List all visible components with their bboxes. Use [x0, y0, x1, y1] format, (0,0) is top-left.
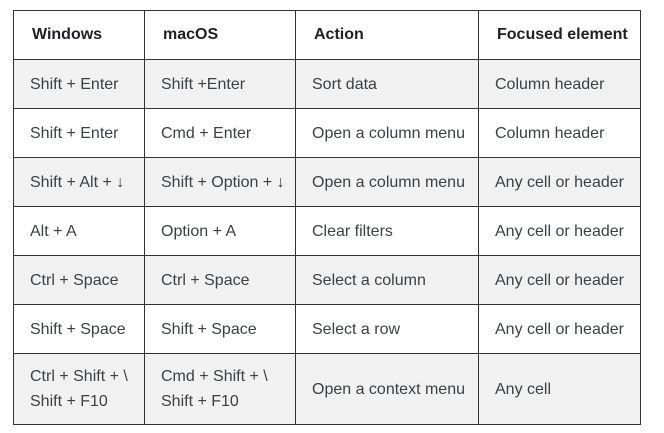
cell-windows: Shift + Enter [13, 108, 145, 158]
column-header-macos: macOS [144, 10, 296, 60]
cell-focused-element: Any cell or header [478, 304, 641, 354]
cell-action: Open a context menu [295, 353, 479, 425]
table-row: Ctrl + Space Ctrl + Space Select a colum… [13, 255, 641, 305]
table-row: Shift + Enter Shift +Enter Sort data Col… [13, 59, 641, 109]
cell-windows: Shift + Alt + ↓ [13, 157, 145, 207]
cell-macos: Shift +Enter [144, 59, 296, 109]
cell-windows: Shift + Space [13, 304, 145, 354]
shortcuts-table: Windows macOS Action Focused element Shi… [13, 10, 641, 425]
cell-action: Open a column menu [295, 157, 479, 207]
cell-action: Open a column menu [295, 108, 479, 158]
table-row: Shift + Space Shift + Space Select a row… [13, 304, 641, 354]
table-row: Shift + Enter Cmd + Enter Open a column … [13, 108, 641, 158]
cell-macos: Cmd + Enter [144, 108, 296, 158]
cell-macos: Ctrl + Space [144, 255, 296, 305]
cell-windows: Ctrl + Space [13, 255, 145, 305]
cell-macos: Option + A [144, 206, 296, 256]
cell-windows: Alt + A [13, 206, 145, 256]
cell-focused-element: Any cell or header [478, 206, 641, 256]
cell-macos: Shift + Space [144, 304, 296, 354]
column-header-action: Action [295, 10, 479, 60]
column-header-focused-element: Focused element [478, 10, 641, 60]
cell-focused-element: Any cell [478, 353, 641, 425]
cell-focused-element: Any cell or header [478, 255, 641, 305]
cell-windows: Shift + Enter [13, 59, 145, 109]
cell-action: Select a row [295, 304, 479, 354]
cell-action: Clear filters [295, 206, 479, 256]
table-row: Ctrl + Shift + \ Shift + F10 Cmd + Shift… [13, 353, 641, 425]
cell-focused-element: Column header [478, 108, 641, 158]
cell-action: Select a column [295, 255, 479, 305]
cell-macos: Shift + Option + ↓ [144, 157, 296, 207]
cell-macos: Cmd + Shift + \ Shift + F10 [144, 353, 296, 425]
table-row: Shift + Alt + ↓ Shift + Option + ↓ Open … [13, 157, 641, 207]
cell-focused-element: Any cell or header [478, 157, 641, 207]
column-header-windows: Windows [13, 10, 145, 60]
table-row: Alt + A Option + A Clear filters Any cel… [13, 206, 641, 256]
header-row: Windows macOS Action Focused element [13, 10, 641, 60]
cell-action: Sort data [295, 59, 479, 109]
cell-windows: Ctrl + Shift + \ Shift + F10 [13, 353, 145, 425]
cell-focused-element: Column header [478, 59, 641, 109]
